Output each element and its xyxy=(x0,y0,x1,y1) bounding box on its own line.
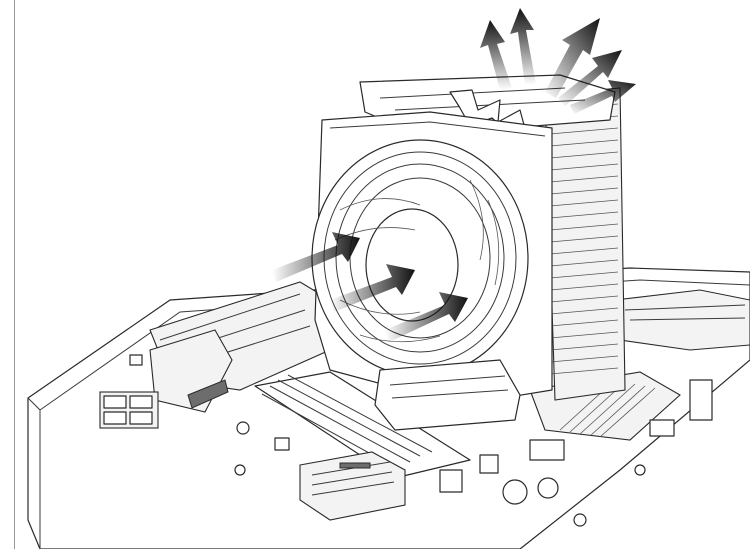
intake-arrow xyxy=(272,232,360,282)
cpu-cooler xyxy=(311,74,626,431)
left-border-line xyxy=(14,0,15,549)
intake-arrow xyxy=(330,264,415,312)
exhaust-arrow xyxy=(558,50,622,106)
exhaust-arrow xyxy=(570,80,636,114)
intake-airflow-arrows xyxy=(272,232,468,342)
cooler-base xyxy=(374,359,521,431)
heatsink-fin-stack xyxy=(544,87,626,401)
intake-arrow xyxy=(385,292,468,342)
exhaust-arrow xyxy=(480,20,512,90)
atx-power-connector xyxy=(299,451,406,521)
fan-blades xyxy=(311,139,529,377)
exhaust-arrow xyxy=(545,18,600,98)
sata-ports xyxy=(99,391,159,429)
ram-slots xyxy=(254,371,471,479)
exhaust-airflow-arrows xyxy=(480,8,636,114)
board-components xyxy=(129,354,713,527)
exhaust-arrow xyxy=(510,8,536,85)
